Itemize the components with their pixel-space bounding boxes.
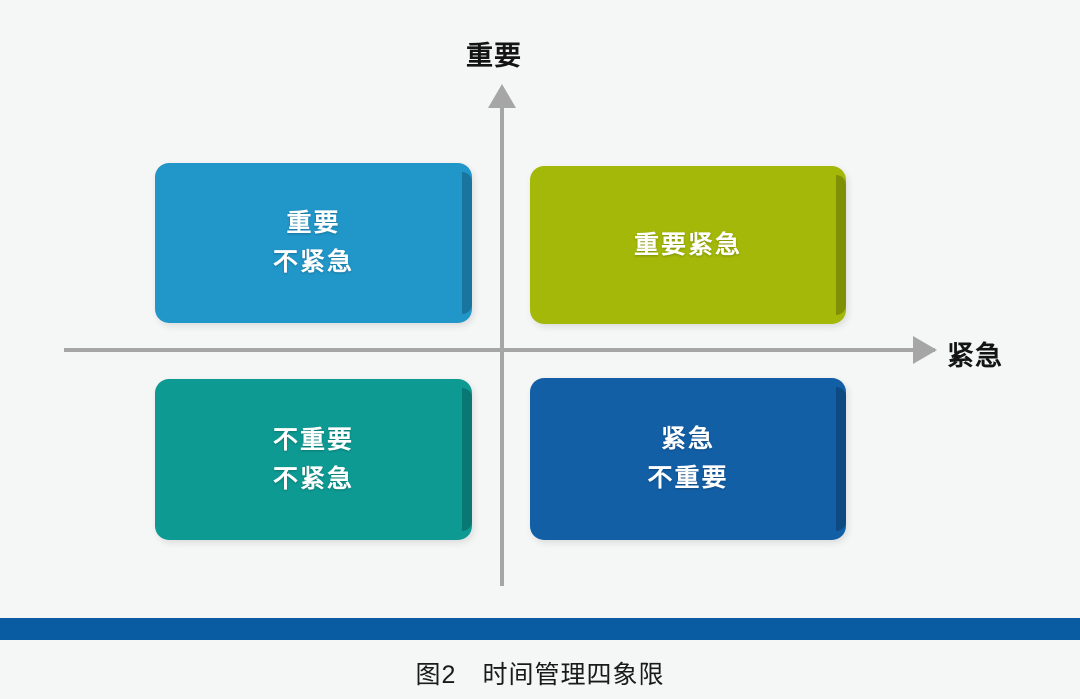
x-axis-label: 紧急: [947, 341, 1003, 371]
quadrant-important-urgent[interactable]: 重要紧急: [530, 166, 846, 324]
vertical-axis-line: [500, 104, 504, 586]
quadrant-label-line-2: 不重要: [647, 464, 729, 492]
quadrant-label-line-1: 重要: [286, 209, 341, 238]
quadrant-label-line-1: 重要紧急: [633, 230, 742, 259]
quadrant-label-line-1: 紧急: [660, 425, 715, 454]
horizontal-axis-arrow-icon: [913, 336, 937, 364]
y-axis-label: 重要: [466, 41, 522, 71]
footer-rule-bar: [0, 618, 1080, 640]
horizontal-axis-line: [64, 348, 935, 352]
quadrant-label-line-2: 不紧急: [272, 464, 354, 493]
figure-caption: 图2 时间管理四象限: [415, 661, 665, 689]
quadrant-not-important-not-urgent[interactable]: 不重要 不紧急: [155, 379, 472, 540]
quadrant-label-line-2: 不紧急: [272, 248, 354, 276]
quadrant-label-line-1: 不重要: [272, 425, 354, 454]
quadrant-urgent-not-important[interactable]: 紧急 不重要: [530, 378, 846, 540]
vertical-axis-arrow-icon: [488, 84, 516, 108]
quadrant-important-not-urgent[interactable]: 重要 不紧急: [155, 163, 472, 323]
